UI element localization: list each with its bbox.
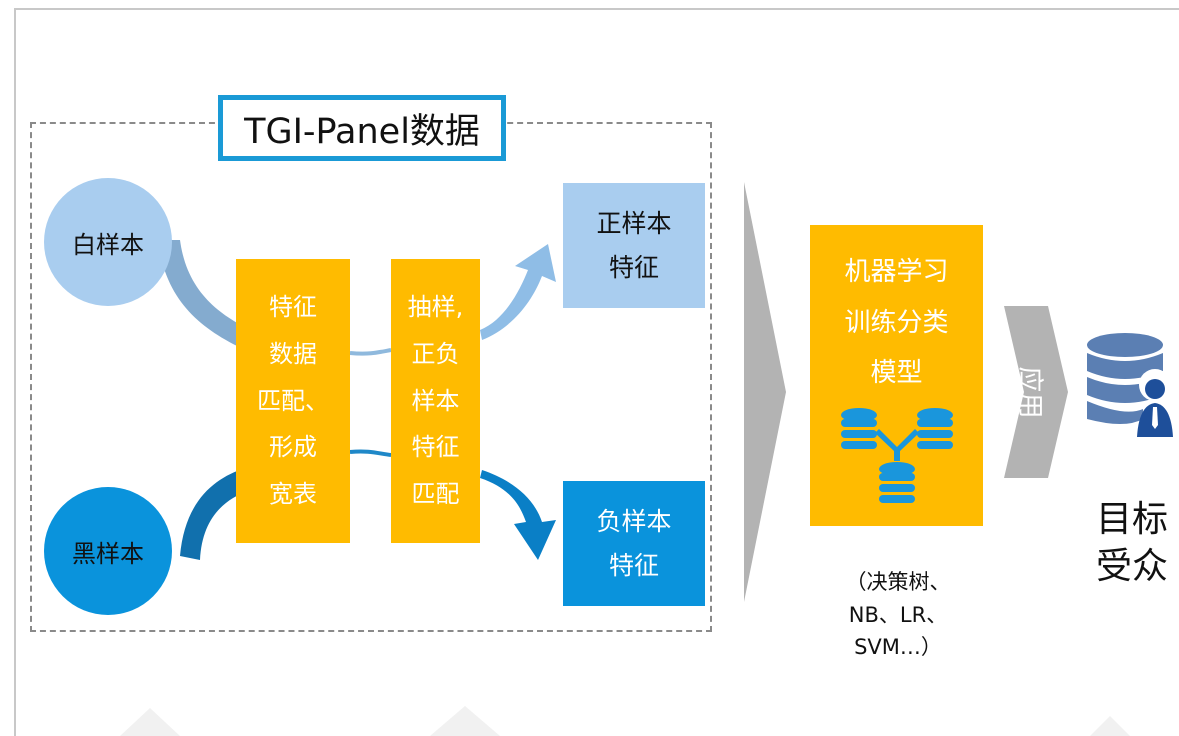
faint-shape-2 xyxy=(430,706,500,736)
connector-line-top xyxy=(349,348,392,356)
positive-arrow xyxy=(480,244,556,340)
sampling-box: 抽样, 正负 样本 特征 匹配 xyxy=(391,259,480,543)
algorithm-note: （决策树、 NB、LR、 SVM…） xyxy=(812,566,984,664)
positive-features-box: 正样本 特征 xyxy=(563,183,705,308)
apply-arrow xyxy=(1004,306,1068,478)
positive-features-line: 特征 xyxy=(608,252,659,282)
algorithm-line: NB、LR、 xyxy=(848,602,948,627)
ml-model-line: 机器学习 xyxy=(844,257,949,287)
black-sample-label: 黑样本 xyxy=(72,539,144,568)
negative-features-box: 负样本 特征 xyxy=(563,481,705,606)
database-cluster-icon xyxy=(840,408,953,504)
faint-shape-3 xyxy=(1090,716,1130,736)
feature-match-line: 匹配、 xyxy=(257,386,329,415)
sampling-line: 特征 xyxy=(411,433,460,462)
sampling-line: 样本 xyxy=(411,386,460,415)
database-user-icon xyxy=(1087,333,1173,437)
target-audience-line: 受众 xyxy=(1095,545,1168,587)
outer-frame xyxy=(14,8,1179,736)
negative-features-line: 负样本 xyxy=(596,506,672,536)
black-sample-node: 黑样本 xyxy=(44,487,172,615)
ml-model-box: 机器学习 训练分类 模型 xyxy=(810,225,983,526)
ml-model-line: 模型 xyxy=(870,358,923,389)
target-audience-label: 目标 受众 xyxy=(1092,497,1172,591)
faint-shape-1 xyxy=(120,708,180,736)
algorithm-line: （决策树、 xyxy=(845,570,951,594)
apply-label-wrap: 应用 xyxy=(1012,350,1052,434)
negative-features-line: 特征 xyxy=(608,550,659,580)
connector-line-bottom xyxy=(349,449,392,457)
feature-match-line: 数据 xyxy=(269,339,317,368)
feature-match-box: 特征 数据 匹配、 形成 宽表 xyxy=(236,259,350,543)
panel-title: TGI-Panel数据 xyxy=(218,95,506,161)
positive-features-line: 正样本 xyxy=(596,208,672,238)
apply-label: 应用 xyxy=(1014,365,1045,419)
ml-model-line: 训练分类 xyxy=(844,307,949,338)
white-sample-label: 白样本 xyxy=(72,230,144,259)
sampling-line: 抽样, xyxy=(407,293,464,321)
sampling-line: 匹配 xyxy=(411,480,460,509)
feature-match-line: 特征 xyxy=(269,293,317,321)
big-gray-arrow xyxy=(744,182,786,602)
negative-arrow xyxy=(480,470,556,560)
feature-match-line: 形成 xyxy=(269,433,317,462)
target-audience-line: 目标 xyxy=(1095,499,1168,540)
white-sample-node: 白样本 xyxy=(44,178,172,306)
sampling-line: 正负 xyxy=(411,339,460,368)
algorithm-line: SVM…） xyxy=(854,635,942,660)
black-sample-arrow xyxy=(180,468,250,560)
feature-match-line: 宽表 xyxy=(269,480,317,509)
